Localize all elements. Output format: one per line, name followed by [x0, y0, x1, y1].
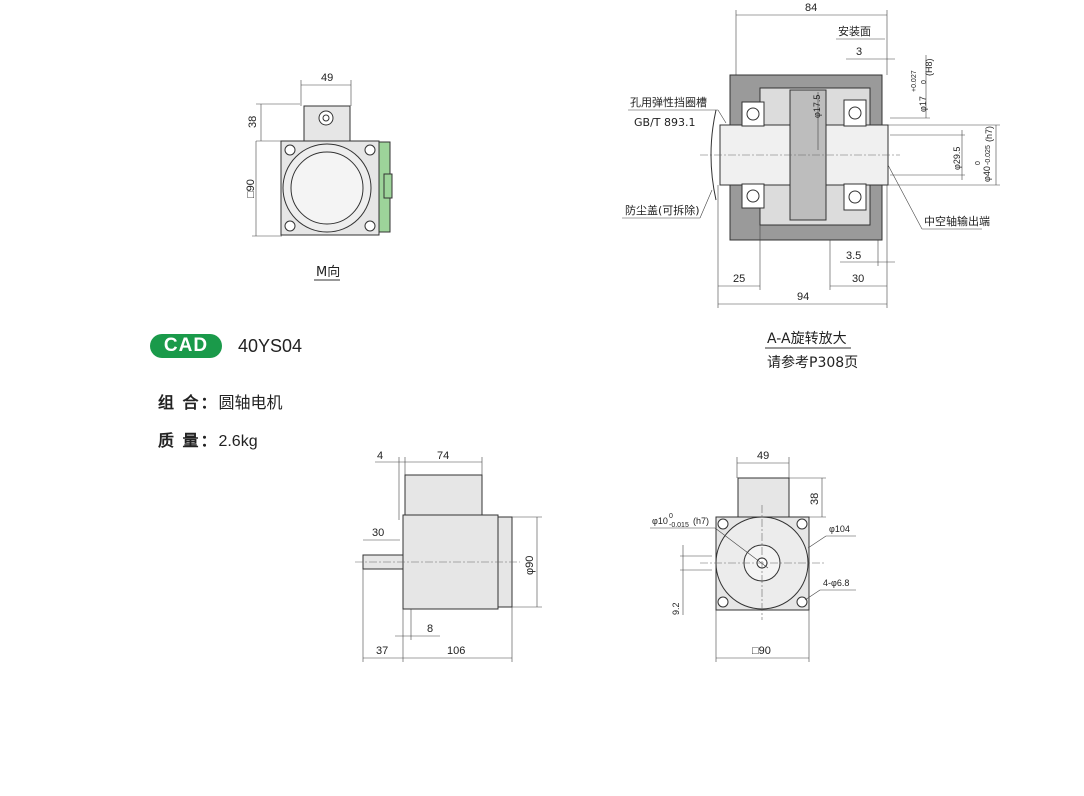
- dim-bore: φ17: [918, 96, 928, 112]
- dim-30-shaft: 30: [372, 527, 384, 539]
- dim-3-5: 3.5: [846, 250, 861, 262]
- dim-shaft-fit: (h7): [693, 516, 709, 526]
- dim-40-tol: 0: [975, 161, 982, 165]
- dim-bore-tol: +0.027: [911, 70, 918, 92]
- hollow-shaft-label: 中空轴输出端: [924, 214, 990, 228]
- dim-29-5: φ29.5: [952, 147, 962, 170]
- dim-84: 84: [805, 2, 817, 14]
- dim-49: 49: [321, 72, 333, 84]
- dim-40: φ40: [982, 166, 992, 182]
- dim-8: 8: [427, 623, 433, 635]
- dim-bore-fit: (H8): [924, 58, 934, 76]
- retaining-ring-label: 孔用弹性挡圈槽: [630, 95, 707, 109]
- dim-40-tol-low: -0.025: [985, 145, 992, 165]
- mass-row: 质 量：2.6kg: [158, 427, 258, 451]
- standard-label: GB/T 893.1: [634, 116, 695, 129]
- dim-phi104: φ104: [829, 524, 850, 534]
- view-label-m: M向: [316, 264, 340, 280]
- dim-74: 74: [437, 450, 449, 462]
- combo-key: 组 合：: [158, 395, 219, 412]
- dim-shaft: φ10: [652, 516, 668, 526]
- side-view: 4 74 30 φ90 8 37 106: [355, 450, 542, 662]
- dust-cover-label: 防尘盖(可拆除): [625, 203, 700, 217]
- dim-17-5: φ17.5: [812, 95, 822, 118]
- dim-shaft-tol-low: -0.015: [669, 522, 689, 529]
- dim-40-fit: (h7): [984, 126, 994, 142]
- front-view: 49 38 φ10 0 -0.015 (h7) φ104 4-φ6.8: [650, 450, 856, 662]
- dim-holes: 4-φ6.8: [823, 578, 849, 588]
- section-view: 84 安装面 3 φ17.5 孔用弹性挡圈槽 GB/T 893.1 防尘盖(可拆…: [622, 2, 1000, 371]
- dim-38: 38: [247, 116, 259, 128]
- dim-shaft-tol: 0: [669, 513, 673, 520]
- mass-key: 质 量：: [158, 433, 219, 450]
- dim-4: 4: [377, 450, 383, 462]
- combo-value: 圆轴电机: [218, 395, 283, 412]
- model-name: 40YS04: [238, 336, 303, 356]
- section-caption-1: A-A旋转放大: [767, 331, 847, 347]
- mass-value: 2.6kg: [218, 433, 258, 450]
- dim-38-front: 38: [809, 493, 821, 505]
- dim-phi90-side: φ90: [524, 556, 536, 575]
- dim-3: 3: [856, 46, 862, 58]
- dim-9-2: 9.2: [671, 602, 681, 615]
- dim-37: 37: [376, 645, 388, 657]
- dim-30: 30: [852, 273, 864, 285]
- dim-25: 25: [733, 273, 745, 285]
- section-caption-2: 请参考P308页: [767, 354, 858, 371]
- dim-bore-tol-low: 0: [921, 80, 928, 84]
- dim-square-front: □90: [752, 645, 771, 657]
- mount-face-label: 安装面: [838, 24, 871, 38]
- dim-square-90: □90: [245, 179, 257, 198]
- dim-49-front: 49: [757, 450, 769, 462]
- combo-row: 组 合：圆轴电机: [158, 389, 282, 413]
- cad-badge[interactable]: CAD: [150, 334, 222, 358]
- m-view: 49 38 □90 M向: [245, 72, 393, 281]
- dim-106: 106: [447, 645, 465, 657]
- dim-94: 94: [797, 291, 809, 303]
